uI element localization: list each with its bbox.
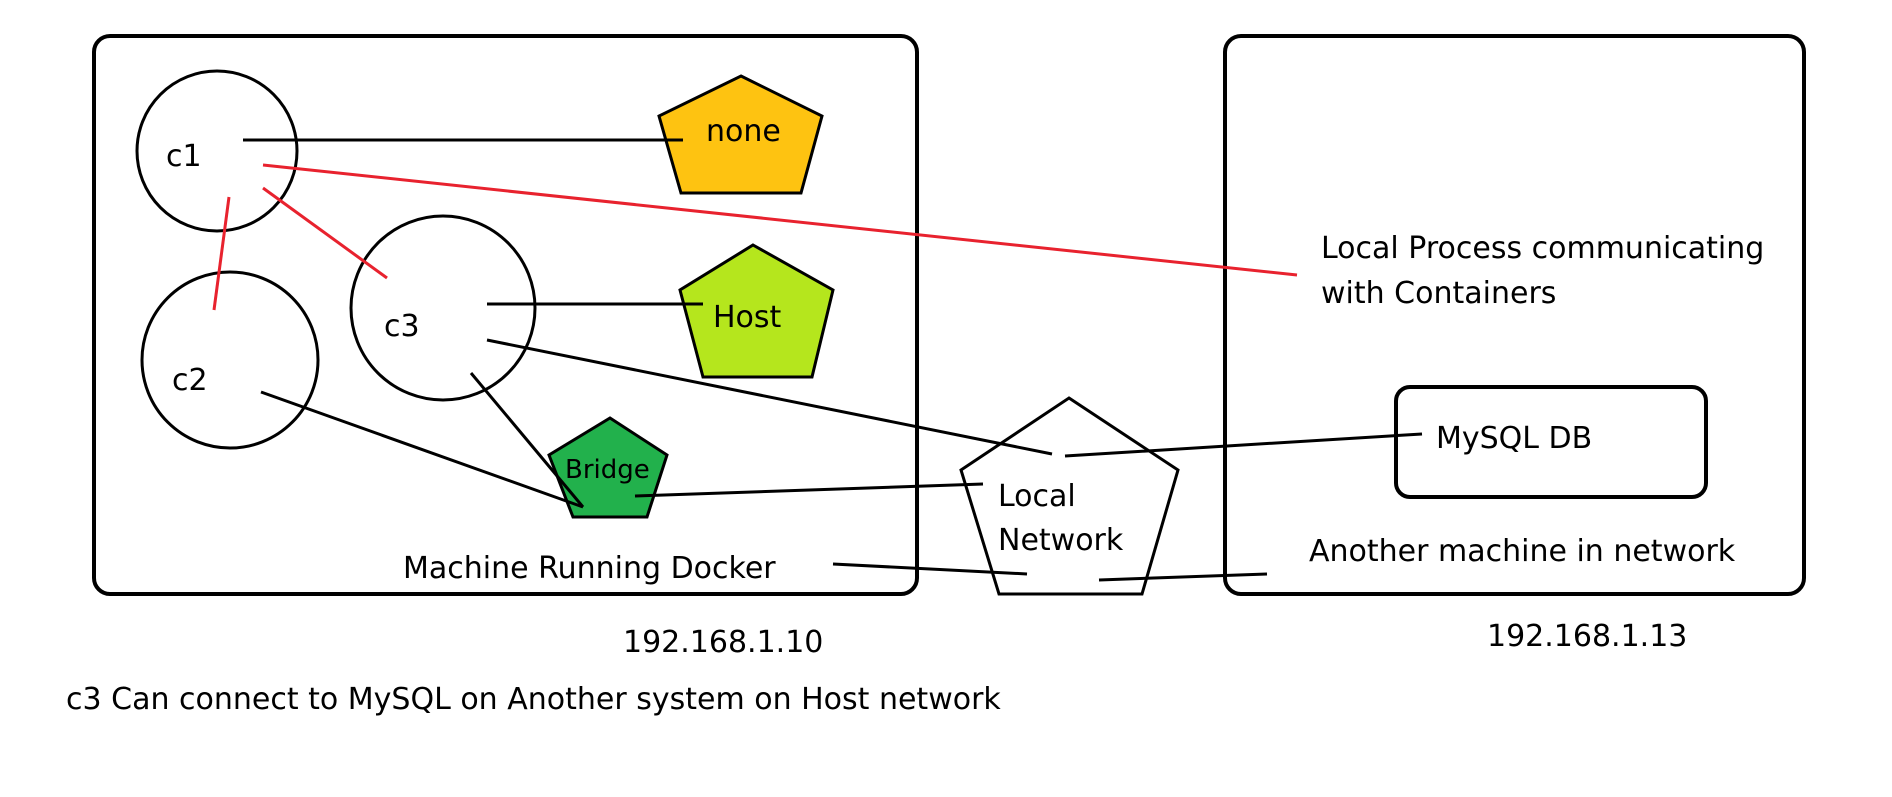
link-c2-bridge <box>260 390 584 509</box>
local-network-label-line2: Network <box>998 523 1124 558</box>
local-network-label-line1: Local <box>998 479 1076 514</box>
link-c3-local-network <box>486 338 1053 456</box>
bridge-network-pentagon <box>547 416 669 519</box>
container-c2-circle <box>140 270 320 450</box>
bridge-network-label: Bridge <box>565 455 650 485</box>
link-local-network-another-machine <box>1098 572 1268 582</box>
container-c1-circle <box>135 69 299 233</box>
none-network-pentagon <box>657 74 824 195</box>
link-c3-bridge <box>469 372 585 508</box>
container-c3-circle <box>349 214 537 402</box>
container-c3-label: c3 <box>384 309 420 344</box>
another-machine-label: Another machine in network <box>1309 534 1736 569</box>
container-c1-label: c1 <box>166 139 202 174</box>
docker-machine-label: Machine Running Docker <box>403 551 776 586</box>
red-link-c1-c2 <box>212 196 231 311</box>
link-bridge-local-network <box>634 482 984 498</box>
another-machine-ip: 192.168.1.13 <box>1487 619 1687 654</box>
red-link-c1-local-process <box>262 163 1298 277</box>
link-local-network-mysql <box>1064 432 1423 458</box>
docker-machine-ip: 192.168.1.10 <box>623 625 823 660</box>
host-network-pentagon <box>678 243 835 379</box>
red-link-c1-c3 <box>262 186 388 280</box>
none-network-label: none <box>706 114 781 149</box>
host-network-label: Host <box>713 300 782 335</box>
diagram-caption: c3 Can connect to MySQL on Another syste… <box>66 682 1001 717</box>
local-process-label-line1: Local Process communicating <box>1321 231 1764 266</box>
container-c2-label: c2 <box>172 363 208 398</box>
local-process-label-line2: with Containers <box>1321 276 1556 311</box>
docker-machine-box <box>92 34 919 596</box>
mysql-db-label: MySQL DB <box>1436 421 1592 456</box>
mysql-db-box <box>1394 385 1708 499</box>
another-machine-box <box>1223 34 1806 596</box>
link-docker-machine-local-network <box>832 562 1028 576</box>
